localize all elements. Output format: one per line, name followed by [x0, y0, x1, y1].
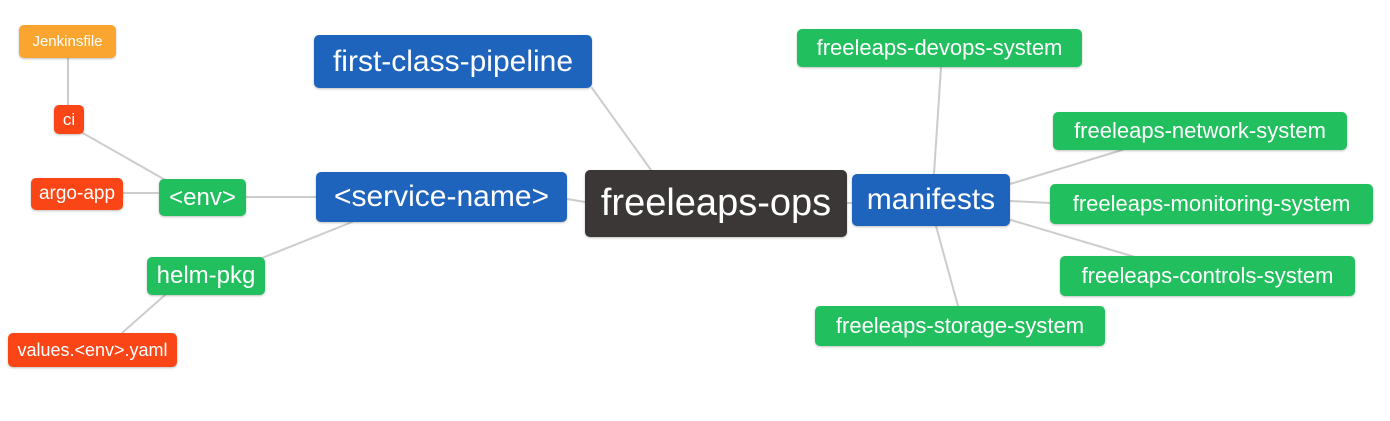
edge-ci-env	[80, 131, 168, 182]
node-manifests[interactable]: manifests	[852, 174, 1010, 226]
edge-values-env-yaml-helm-pkg	[121, 294, 166, 334]
node-freeleaps-monitoring-system[interactable]: freeleaps-monitoring-system	[1050, 184, 1373, 224]
edge-first-class-pipeline-root	[591, 87, 652, 171]
node-helm-pkg[interactable]: helm-pkg	[147, 257, 265, 295]
edge-manifests-controls-system	[1010, 219, 1136, 258]
edge-helm-pkg-service-name	[261, 221, 353, 259]
node-freeleaps-storage-system[interactable]: freeleaps-storage-system	[815, 306, 1105, 346]
node-env[interactable]: <env>	[159, 179, 246, 216]
node-service-name[interactable]: <service-name>	[316, 172, 567, 222]
edge-manifests-monitoring-system	[1009, 200, 1051, 204]
edge-manifests-storage-system	[935, 225, 959, 307]
node-freeleaps-ops[interactable]: freeleaps-ops	[585, 170, 847, 237]
edge-devops-system-manifests	[933, 66, 942, 175]
node-jenkinsfile[interactable]: Jenkinsfile	[19, 25, 116, 58]
edge-service-name-root	[566, 198, 586, 203]
node-ci[interactable]: ci	[54, 105, 84, 134]
node-first-class-pipeline[interactable]: first-class-pipeline	[314, 35, 592, 88]
node-argo-app[interactable]: argo-app	[31, 178, 123, 210]
node-values-env-yaml[interactable]: values.<env>.yaml	[8, 333, 177, 367]
node-freeleaps-controls-system[interactable]: freeleaps-controls-system	[1060, 256, 1355, 296]
node-freeleaps-network-system[interactable]: freeleaps-network-system	[1053, 112, 1347, 150]
edge-manifests-network-system	[1009, 149, 1123, 185]
node-freeleaps-devops-system[interactable]: freeleaps-devops-system	[797, 29, 1082, 67]
